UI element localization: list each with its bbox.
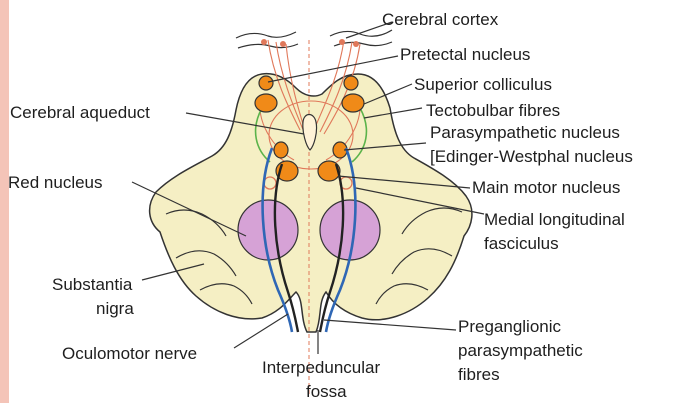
cerebral-cortex-squiggles: [236, 30, 392, 48]
label-preganglionic-3: fibres: [458, 365, 500, 384]
label-red-nucleus: Red nucleus: [8, 173, 103, 192]
label-medial-longitudinal-1: Medial longitudinal: [484, 210, 625, 229]
label-pretectal-nucleus: Pretectal nucleus: [400, 45, 530, 64]
label-interpeduncular-1: Interpeduncular: [262, 358, 380, 377]
label-cerebral-aqueduct: Cerebral aqueduct: [10, 103, 150, 122]
label-oculomotor-nerve: Oculomotor nerve: [62, 344, 197, 363]
label-preganglionic-1: Preganglionic: [458, 317, 562, 336]
label-superior-colliculus: Superior colliculus: [414, 75, 552, 94]
label-edinger-westphal: [Edinger-Westphal nucleus: [430, 147, 633, 166]
midbrain-section: [150, 74, 472, 332]
label-interpeduncular-2: fossa: [306, 382, 347, 401]
label-parasympathetic-nucleus: Parasympathetic nucleus: [430, 123, 620, 142]
label-main-motor-nucleus: Main motor nucleus: [472, 178, 620, 197]
page-border-strip: [0, 0, 9, 403]
label-medial-longitudinal-2: fasciculus: [484, 234, 559, 253]
label-tectobulbar-fibres: Tectobulbar fibres: [426, 101, 560, 120]
label-substantia-nigra-2: nigra: [96, 299, 134, 318]
label-substantia-nigra-1: Substantia: [52, 275, 133, 294]
label-preganglionic-2: parasympathetic: [458, 341, 583, 360]
label-cerebral-cortex: Cerebral cortex: [382, 10, 499, 29]
